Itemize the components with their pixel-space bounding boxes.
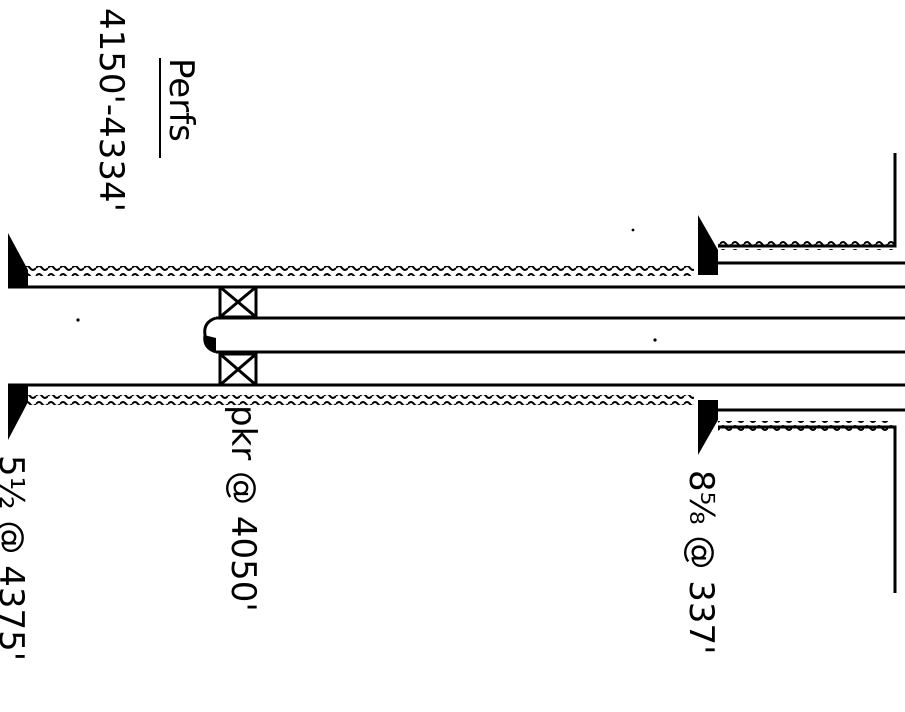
packer-label: pkr @ 4050'	[223, 405, 263, 612]
shoe-8-5-8-lower	[698, 400, 718, 455]
perfs-title: Perfs	[161, 58, 201, 142]
cement-5-5-upper	[22, 266, 694, 276]
shoe-5-5-upper	[8, 233, 28, 287]
hole-wall-upper	[718, 153, 897, 248]
casing-5-5-label: 5½ @ 4375'	[0, 455, 31, 661]
hole-wall-lower	[718, 425, 897, 593]
shoe-8-5-8-upper	[698, 215, 718, 275]
stray-dot-1	[76, 318, 80, 322]
stray-dot-2	[653, 338, 657, 342]
casing-8-5-8-label: 8⅝ @ 337'	[681, 470, 721, 654]
cement-8-5-8-lower	[718, 421, 894, 431]
perfs-range: 4150'-4334'	[91, 8, 131, 212]
stray-dot-3	[631, 228, 635, 232]
shoe-5-5-lower	[8, 385, 28, 440]
packer-upper	[218, 285, 258, 319]
cement-5-5-lower	[22, 395, 694, 405]
cement-8-5-8-upper	[718, 240, 894, 250]
tubing-end-blob	[204, 335, 216, 352]
packer-lower	[218, 352, 258, 387]
